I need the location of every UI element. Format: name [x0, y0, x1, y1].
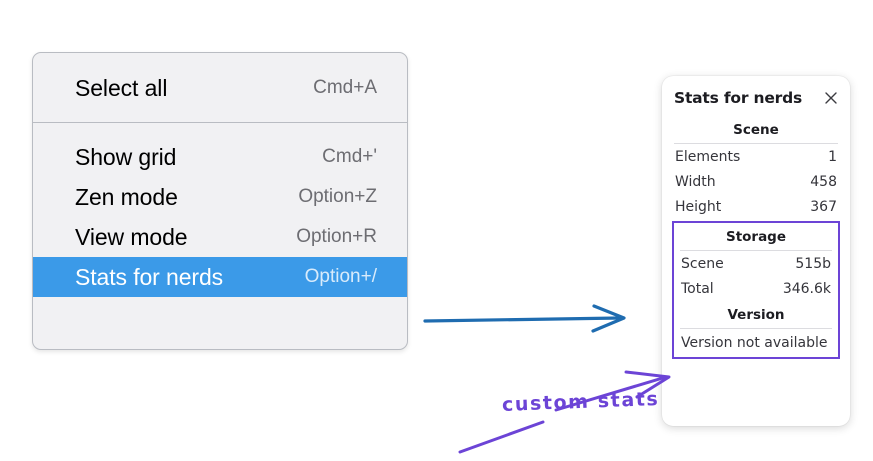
stat-row: Height 367: [672, 194, 840, 219]
close-icon[interactable]: [823, 90, 839, 106]
stat-row: Width 458: [672, 169, 840, 194]
version-note: Version not available: [681, 335, 828, 352]
menu-item-zen-mode[interactable]: Zen mode Option+Z: [33, 177, 407, 217]
stat-key: Width: [675, 174, 716, 191]
stat-key: Height: [675, 199, 722, 216]
version-section-heading: Version: [727, 307, 785, 324]
stats-panel-header: Stats for nerds: [672, 88, 840, 108]
stat-value: 1: [828, 149, 837, 166]
stat-row: Total 346.6k: [678, 276, 834, 301]
storage-divider: [680, 250, 832, 252]
storage-section-heading: Storage: [725, 229, 787, 246]
menu-item-shortcut: Cmd+': [322, 146, 377, 167]
menu-item-select-all[interactable]: Select all Cmd+A: [33, 68, 407, 108]
stats-panel-title: Stats for nerds: [674, 89, 803, 107]
stat-value: 346.6k: [782, 281, 831, 298]
menu-group-1: Select all Cmd+A: [33, 53, 407, 122]
stat-row: Elements 1: [672, 144, 840, 169]
menu-item-shortcut: Option+Z: [298, 186, 377, 207]
menu-separator: [33, 122, 407, 123]
menu-item-label: Show grid: [75, 143, 177, 170]
menu-item-show-grid[interactable]: Show grid Cmd+': [33, 137, 407, 177]
scene-section-heading: Scene: [733, 122, 779, 139]
scene-divider: [674, 143, 838, 145]
stat-key: Scene: [681, 256, 724, 273]
stat-row: Scene 515b: [678, 251, 834, 276]
menu-item-shortcut: Option+R: [296, 226, 377, 247]
menu-item-label: View mode: [75, 223, 188, 250]
stat-value: 367: [810, 199, 837, 216]
menu-item-label: Zen mode: [75, 183, 178, 210]
purple-underline-annotation: [458, 420, 545, 454]
blue-arrow-annotation: [423, 304, 626, 333]
custom-stats-annotation-label: custom stats: [501, 387, 660, 416]
menu-item-stats-for-nerds[interactable]: Stats for nerds Option+/: [33, 257, 407, 297]
menu-item-view-mode[interactable]: View mode Option+R: [33, 217, 407, 257]
stat-value: 458: [810, 174, 837, 191]
menu-item-shortcut: Option+/: [304, 266, 377, 287]
version-divider: [680, 328, 832, 330]
stat-key: Elements: [675, 149, 741, 166]
menu-item-label: Stats for nerds: [75, 263, 224, 290]
menu-item-shortcut: Cmd+A: [313, 77, 377, 98]
menu-item-label: Select all: [75, 74, 168, 101]
stat-value: 515b: [795, 256, 831, 273]
stat-key: Total: [681, 281, 714, 298]
